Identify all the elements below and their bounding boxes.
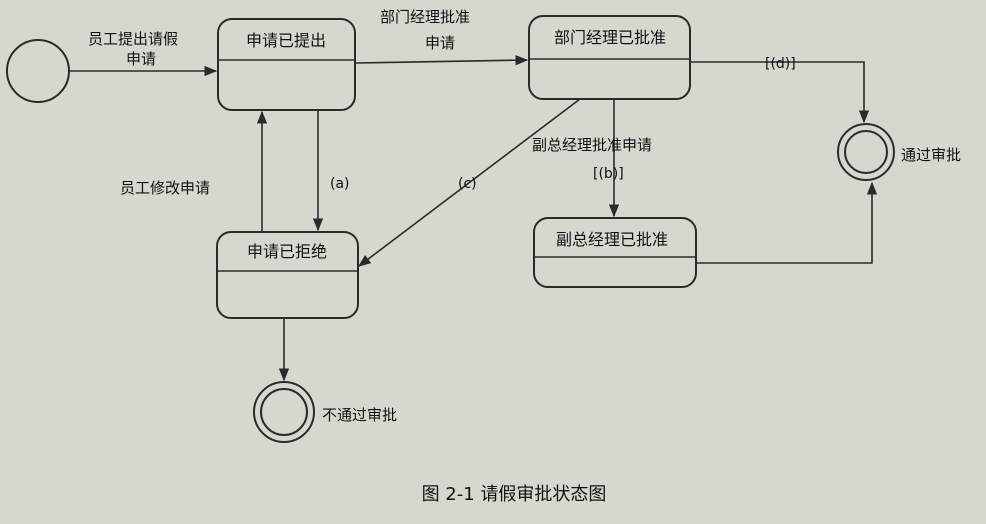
state-dept-approved-label: 部门经理已批准	[554, 28, 666, 47]
state-rejected-label: 申请已拒绝	[247, 242, 327, 261]
state-deputy-approved-label: 副总经理已批准	[556, 230, 668, 249]
final-state-passed-label: 通过审批	[901, 146, 961, 164]
initial-state	[6, 39, 70, 103]
label-guard-d: [(d)]	[765, 56, 796, 72]
arrow-submitted-to-dept-approved	[354, 55, 529, 66]
arrow-deputy-approved-to-passed	[696, 181, 878, 264]
label-employee-submit-2: 申请	[126, 50, 156, 68]
state-submitted: 申请已提出	[217, 18, 356, 111]
label-dept-approve-2: 申请	[425, 34, 455, 52]
label-deputy-approve: 副总经理批准申请	[532, 136, 652, 154]
label-guard-b: [(b)]	[593, 166, 624, 182]
label-guard-a: (a)	[330, 176, 350, 192]
figure-caption: 图 2-1 请假审批状态图	[422, 484, 607, 505]
final-state-not-passed-label: 不通过审批	[322, 406, 397, 424]
label-guard-c: (c)	[458, 176, 477, 192]
final-state-passed	[837, 123, 895, 181]
state-deputy-approved: 副总经理已批准	[533, 217, 697, 288]
label-employee-modify: 员工修改申请	[120, 179, 210, 197]
state-dept-approved: 部门经理已批准	[528, 15, 691, 100]
label-employee-submit-1: 员工提出请假	[88, 30, 178, 48]
final-state-not-passed	[253, 381, 315, 443]
arrow-dept-approved-to-passed	[690, 61, 870, 124]
label-dept-approve-1: 部门经理批准	[380, 8, 470, 26]
state-submitted-label: 申请已提出	[246, 31, 326, 50]
arrow-dept-approved-to-rejected	[357, 98, 581, 267]
state-rejected: 申请已拒绝	[216, 231, 359, 319]
